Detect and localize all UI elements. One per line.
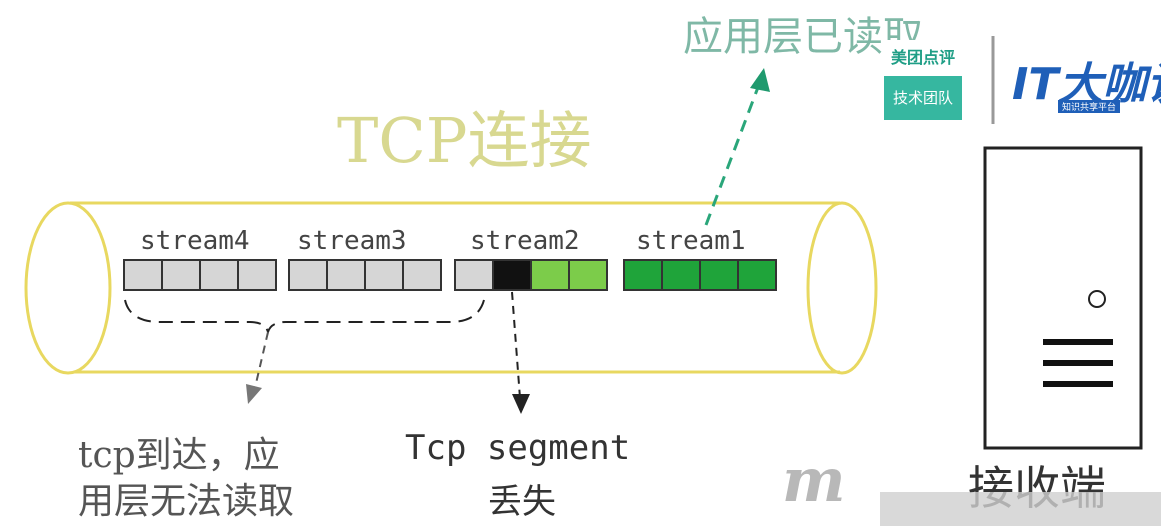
app-layer-read-label: 应用层已读取 <box>683 14 923 60</box>
lost-arrow-line <box>511 291 521 399</box>
watermark-logo: m <box>782 446 846 516</box>
meituan-logo: 美团点评 技术团队 <box>884 40 962 122</box>
receiver-slot-3 <box>1043 381 1113 387</box>
lost-caption-line2: 丢失 <box>488 482 556 522</box>
it-logo-sub: 知识共享平台 <box>1058 100 1121 113</box>
stream3-label: stream3 <box>297 226 407 256</box>
arrived-arrow-head <box>246 384 262 404</box>
stream3-segment-1 <box>288 259 328 291</box>
watermark-box <box>880 492 1161 526</box>
stream2-label: stream2 <box>470 226 580 256</box>
stream2-segment-2 <box>492 259 532 291</box>
stream4-segment-2 <box>161 259 201 291</box>
stream4-segment-3 <box>199 259 239 291</box>
stream3-segment-4 <box>402 259 442 291</box>
stream1-segment-2 <box>661 259 701 291</box>
app-read-arrow-head <box>750 68 770 92</box>
arrived-bracket <box>124 299 485 336</box>
stream1-segment-3 <box>699 259 739 291</box>
app-read-arrow-line <box>704 81 762 226</box>
stream1-label: stream1 <box>636 226 746 256</box>
tcp-pipe-right-end <box>806 201 878 375</box>
arrived-arrow-line <box>253 331 269 393</box>
stream4-label: stream4 <box>140 226 250 256</box>
meituan-logo-top: 美团点评 <box>884 40 962 76</box>
receiver-slot-2 <box>1043 360 1113 366</box>
stream2-segment-3 <box>530 259 570 291</box>
stream3-segment-3 <box>364 259 404 291</box>
arrived-caption-line1: tcp到达，应 <box>78 435 280 476</box>
receiver-slot-1 <box>1043 339 1113 345</box>
diagram-title: TCP连接 <box>337 104 592 177</box>
stream3-segment-2 <box>326 259 366 291</box>
receiver-server <box>983 146 1143 450</box>
tcp-pipe-body <box>70 201 840 374</box>
lost-arrow-head <box>512 394 530 414</box>
stream4-segment-1 <box>123 259 163 291</box>
stream1-segment-1 <box>623 259 663 291</box>
arrived-caption-line2: 用层无法读取 <box>78 481 295 522</box>
meituan-logo-bottom: 技术团队 <box>884 76 962 120</box>
stream4-segment-4 <box>237 259 277 291</box>
stream1-segment-4 <box>737 259 777 291</box>
lost-caption-line1: Tcp segment <box>405 428 631 468</box>
receiver-led <box>1088 290 1106 308</box>
tcp-pipe-left-end <box>24 201 112 375</box>
stream2-segment-1 <box>454 259 494 291</box>
stream-segments <box>123 259 777 291</box>
stream2-segment-4 <box>568 259 608 291</box>
